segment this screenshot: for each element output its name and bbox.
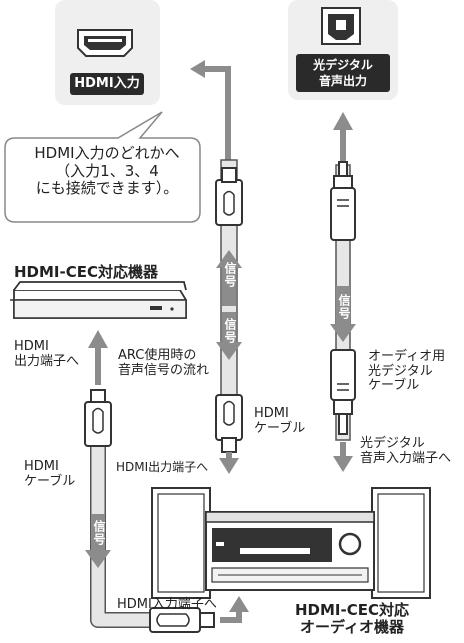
hdmi-port-icon bbox=[77, 29, 133, 57]
callout-text: HDMI入力のどれかへ （入力1、3、4 にも接続できます）。 bbox=[34, 144, 180, 198]
hdmi-out-to-audio-label: HDMI出力端子へ bbox=[116, 460, 209, 474]
optical-cable bbox=[330, 161, 356, 441]
center-signal-up-label: 信号 bbox=[223, 262, 237, 288]
hdmi-in-terminal-label: HDMI入力端子へ bbox=[117, 597, 217, 612]
center-hdmi-cable-label: HDMI ケーブル bbox=[254, 406, 306, 436]
left-hdmi-cable-label: HDMI ケーブル bbox=[24, 459, 76, 489]
center-signal-down-arrow bbox=[216, 312, 242, 360]
bluray-player-illustration bbox=[10, 281, 187, 319]
center-signal-down-label: 信号 bbox=[223, 318, 237, 344]
optical-port-icon bbox=[321, 7, 361, 45]
optical-down-arrow bbox=[333, 442, 353, 472]
audio-hdmi-in-arrow bbox=[220, 596, 249, 623]
left-signal-label: 信号 bbox=[92, 520, 106, 546]
optical-signal-down-arrow bbox=[330, 286, 356, 342]
optical-up-arrow bbox=[333, 112, 353, 162]
arc-flow-label: ARC使用時の 音声信号の流れ bbox=[118, 348, 210, 378]
optical-output-badge: 光デジタル 音声出力 bbox=[296, 54, 390, 92]
optical-in-terminal-label: 光デジタル 音声入力端子へ bbox=[360, 436, 452, 466]
hdmi-down-arrow bbox=[219, 452, 239, 474]
cec-device-title: HDMI-CEC対応機器 bbox=[14, 263, 159, 281]
hdmi-out-terminal-label: HDMI 出力端子へ bbox=[14, 339, 80, 369]
left-hdmi-cable bbox=[84, 389, 215, 633]
left-signal-down-arrow bbox=[85, 514, 111, 568]
player-hdmi-arrow bbox=[88, 330, 108, 385]
audio-device-title: HDMI-CEC対応 オーディオ機器 bbox=[294, 601, 409, 636]
hdmi-to-tv-arrow bbox=[190, 60, 231, 168]
optical-signal-label: 信号 bbox=[337, 294, 351, 320]
center-signal-up-arrow bbox=[216, 250, 242, 306]
hdmi-input-badge: HDMI入力 bbox=[70, 73, 144, 95]
optical-cable-label: オーディオ用 光デジタル ケーブル bbox=[368, 349, 446, 394]
callout-bubble bbox=[4, 111, 201, 223]
audio-system-illustration bbox=[151, 487, 431, 599]
